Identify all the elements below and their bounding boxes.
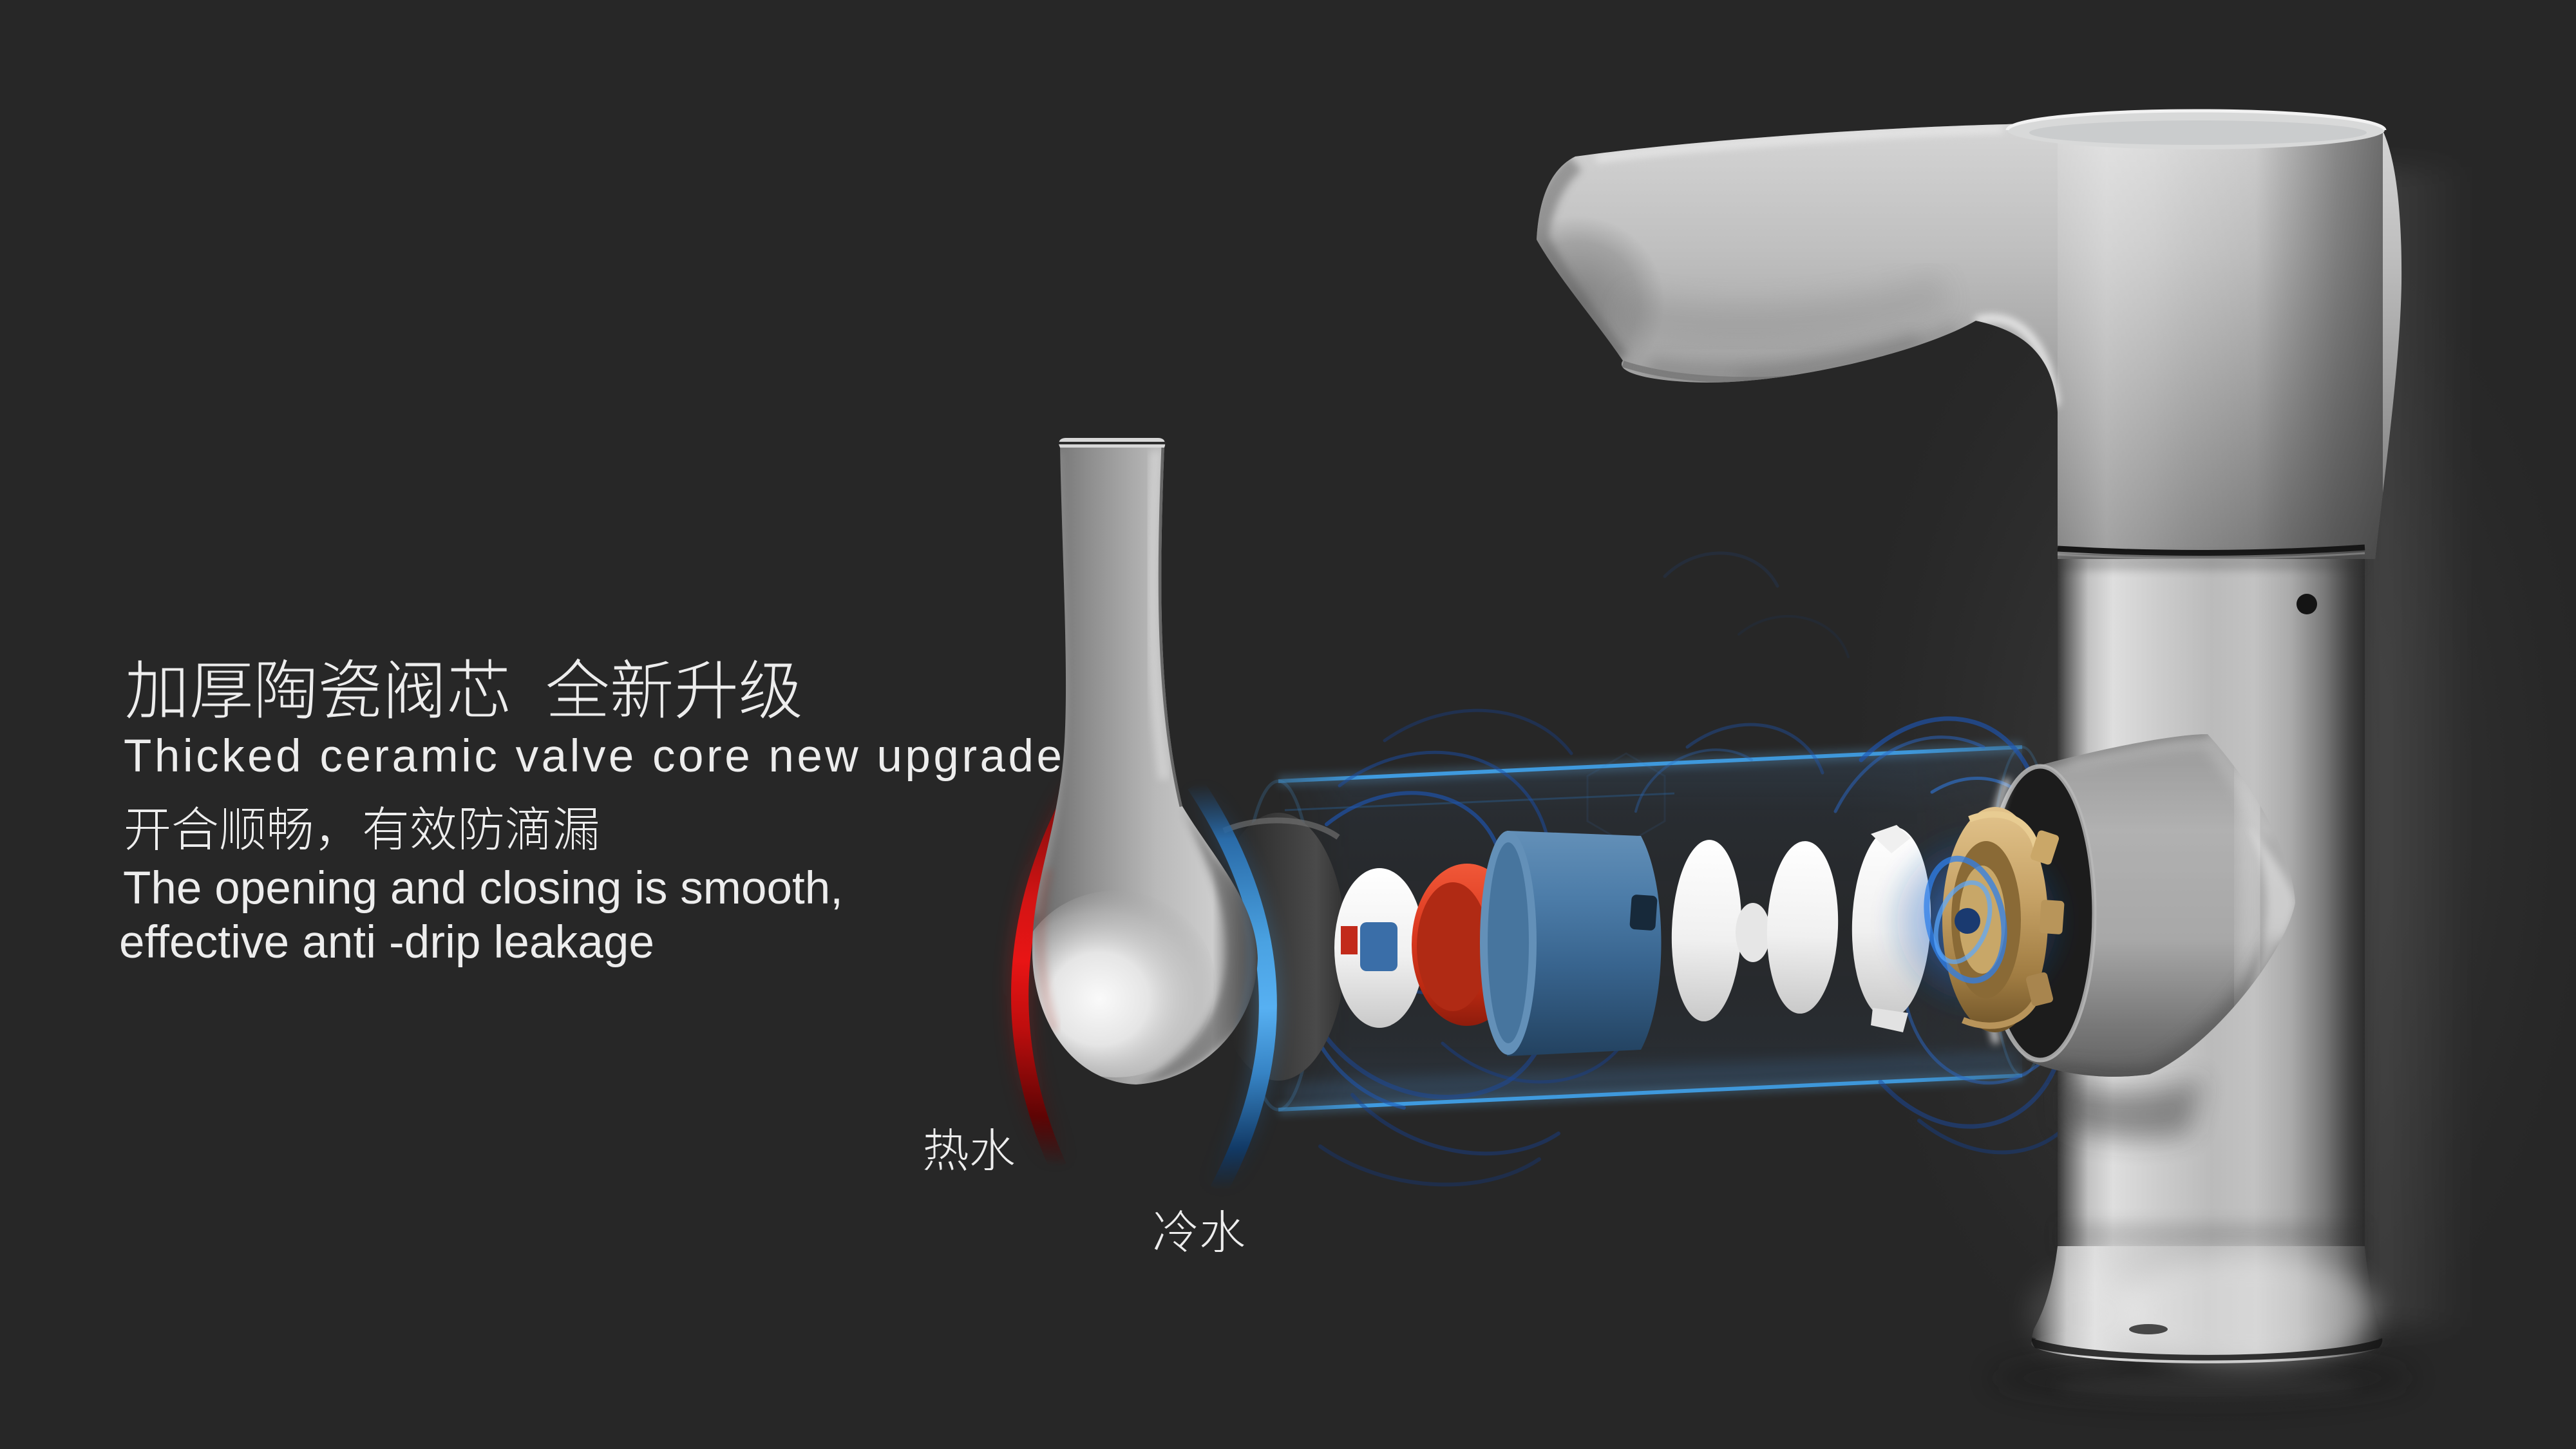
- svg-text:The opening and closing is smo: The opening and closing is smooth,: [123, 863, 843, 914]
- svg-text:Thicked ceramic valve core new: Thicked ceramic valve core new upgrade: [124, 731, 1062, 782]
- svg-text:effective anti -drip leakage: effective anti -drip leakage: [119, 917, 654, 968]
